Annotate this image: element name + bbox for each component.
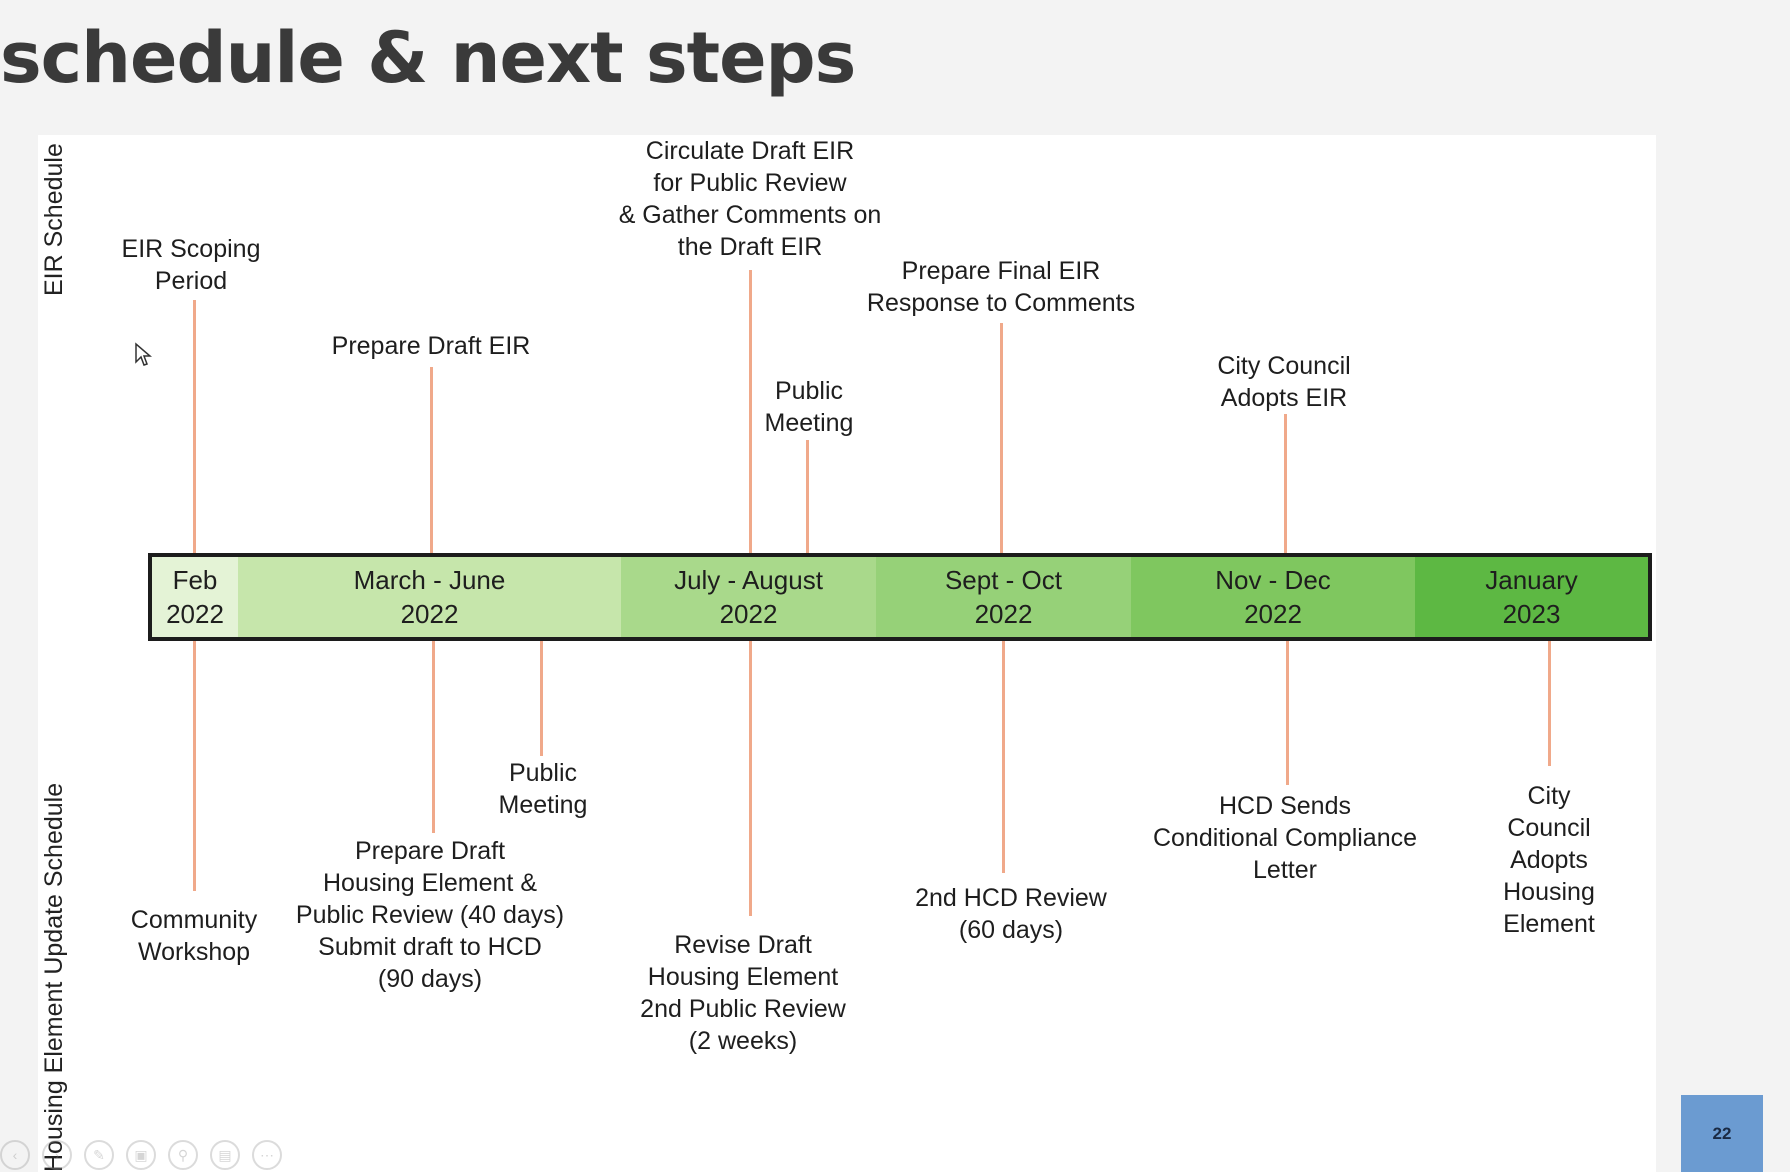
milestone-council-adopts-housing: City Council Adopts Housing Element <box>1503 782 1595 938</box>
slide-title: schedule & next steps <box>0 17 856 99</box>
presentation-toolbar: ‹ › ✎ ▣ ⚲ ▤ ⋯ <box>0 1140 282 1170</box>
milestone-community-workshop: Community Workshop <box>130 906 258 966</box>
page-number-badge: 22 <box>1681 1095 1763 1172</box>
zoom-icon[interactable]: ⚲ <box>168 1140 198 1170</box>
connector-line <box>432 641 435 833</box>
period-feb-2022: Feb 2022 <box>152 557 238 637</box>
milestone-housing-public-meeting: Public Meeting <box>498 759 588 819</box>
prev-icon[interactable]: ‹ <box>0 1140 30 1170</box>
period-march-june-2022: March - June 2022 <box>238 557 621 637</box>
connector-line <box>1548 641 1551 766</box>
connector-line <box>1286 641 1289 785</box>
milestone-revise-draft-housing: Revise Draft Housing Element 2nd Public … <box>640 931 846 1055</box>
period-january-2023: January 2023 <box>1415 557 1648 637</box>
milestone-prepare-final-eir: Prepare Final EIR Response to Comments <box>866 257 1136 317</box>
period-july-august-2022: July - August 2022 <box>621 557 876 637</box>
timeline-bar: Feb 2022 March - June 2022 July - August… <box>148 553 1652 641</box>
connector-line <box>193 300 196 553</box>
milestone-circulate-draft-eir: Circulate Draft EIR for Public Review & … <box>618 137 882 261</box>
milestone-prepare-draft-housing: Prepare Draft Housing Element & Public R… <box>295 837 565 993</box>
milestone-council-adopts-eir: City Council Adopts EIR <box>1217 352 1351 412</box>
connector-line <box>193 641 196 891</box>
milestone-prepare-draft-eir: Prepare Draft EIR <box>331 332 531 360</box>
milestone-hcd-compliance-letter: HCD Sends Conditional Compliance Letter <box>1152 792 1418 884</box>
connector-line <box>430 367 433 553</box>
next-icon[interactable]: › <box>42 1140 72 1170</box>
connector-line <box>1000 323 1003 553</box>
connector-line <box>749 641 752 916</box>
milestone-eir-public-meeting: Public Meeting <box>764 377 854 437</box>
eir-schedule-label: EIR Schedule <box>40 143 68 296</box>
connector-line <box>749 270 752 553</box>
connector-line <box>1284 414 1287 553</box>
timeline-diagram: EIR Schedule Housing Element Update Sche… <box>38 135 1656 1172</box>
milestone-eir-scoping: EIR Scoping Period <box>121 235 261 295</box>
connector-line <box>1002 641 1005 873</box>
milestone-2nd-hcd-review: 2nd HCD Review (60 days) <box>915 884 1107 944</box>
period-sept-oct-2022: Sept - Oct 2022 <box>876 557 1131 637</box>
subtitles-icon[interactable]: ▤ <box>210 1140 240 1170</box>
connector-line <box>806 440 809 553</box>
housing-schedule-label: Housing Element Update Schedule <box>40 782 68 1172</box>
connector-line <box>540 641 543 756</box>
mouse-cursor-icon <box>135 342 152 366</box>
more-icon[interactable]: ⋯ <box>252 1140 282 1170</box>
pen-icon[interactable]: ✎ <box>84 1140 114 1170</box>
period-nov-dec-2022: Nov - Dec 2022 <box>1131 557 1415 637</box>
slides-icon[interactable]: ▣ <box>126 1140 156 1170</box>
